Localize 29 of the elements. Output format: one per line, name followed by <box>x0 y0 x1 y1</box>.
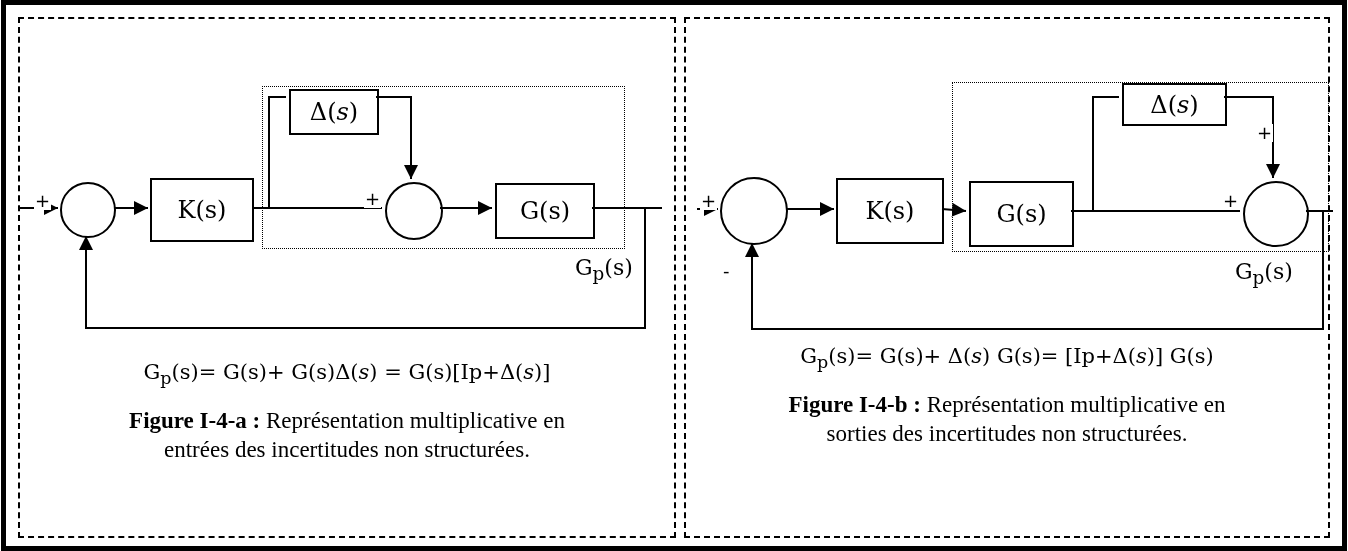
figure-caption: Figure I-4-b : Représentation multiplicative en sorties des incertitudes non structurées. <box>787 391 1227 448</box>
equation: G$_{p}$(s)= G(s)+ Δ(s) G(s)= [Ip+Δ(s)] G(s) <box>799 344 1215 373</box>
transfer-block: K(s) <box>836 178 944 244</box>
transfer-block: Δ(s) <box>289 89 379 135</box>
sign-label: + <box>700 192 718 210</box>
summing-junction <box>720 177 788 245</box>
connector-arrow <box>375 96 418 180</box>
sign-label: + <box>1256 124 1274 142</box>
sign-label: + <box>364 190 382 208</box>
block-label: G$_{p}$(s) <box>575 255 633 285</box>
connector-arrow <box>941 202 967 217</box>
sign-label: + <box>34 192 52 210</box>
figure-caption: Figure I-4-a : Représentation multiplicative en entrées des incertitudes non structurées. <box>128 407 566 464</box>
block-label: G$_{p}$(s) <box>1235 259 1293 289</box>
connector-arrow <box>79 207 646 329</box>
connector-arrow <box>745 210 1324 330</box>
summing-junction <box>385 182 443 240</box>
connector-arrow <box>113 201 149 215</box>
figure-panel <box>18 17 676 538</box>
transfer-block: G(s) <box>495 183 595 239</box>
connector-arrow <box>785 202 835 216</box>
transfer-block: K(s) <box>150 178 254 242</box>
summing-junction <box>60 182 116 238</box>
connector-arrow <box>1223 96 1280 179</box>
equation: G$_{p}$(s)= G(s)+ G(s)Δ(s) = G(s)[Ip+Δ(s)] <box>142 360 552 389</box>
summing-junction <box>1243 181 1309 247</box>
transfer-block: Δ(s) <box>1122 83 1227 126</box>
sign-label: + <box>1222 192 1240 210</box>
transfer-block: G(s) <box>969 181 1074 247</box>
